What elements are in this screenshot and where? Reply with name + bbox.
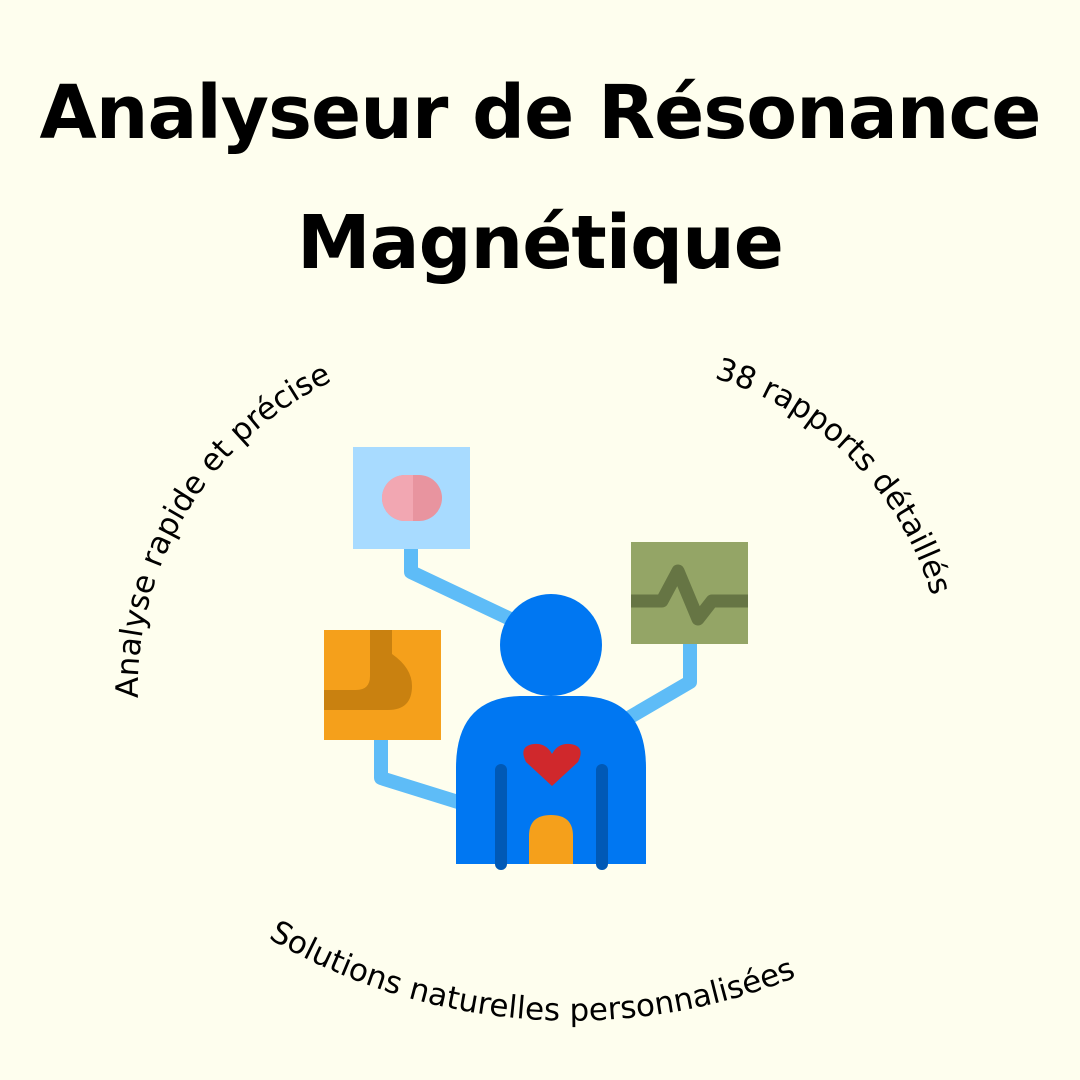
connector-top-panel	[404, 541, 530, 632]
heartbeat-panel	[631, 542, 748, 644]
feature-bottom-label: Solutions naturelles personnalisées	[264, 914, 800, 1029]
belly-spot	[529, 815, 573, 864]
heart-icon	[523, 743, 581, 786]
stomach-panel	[324, 630, 441, 740]
feature-right-label: 38 rapports détaillés	[712, 351, 959, 598]
person-icon	[456, 594, 646, 870]
feature-right-text: 38 rapports détaillés	[712, 351, 959, 598]
title-line-1: Analyseur de Résonance	[39, 70, 1042, 156]
feature-left-text: Analyse rapide et précise	[110, 356, 336, 698]
feature-left-label: Analyse rapide et précise	[110, 356, 336, 698]
stomach-icon	[324, 630, 412, 710]
page-title: Analyseur de Résonance Magnétique	[0, 48, 1080, 308]
pill-panel	[353, 447, 470, 549]
heartbeat-icon	[631, 564, 748, 626]
feature-bottom-text: Solutions naturelles personnalisées	[264, 914, 800, 1029]
pill-icon	[382, 475, 442, 521]
title-line-2: Magnétique	[297, 200, 784, 286]
